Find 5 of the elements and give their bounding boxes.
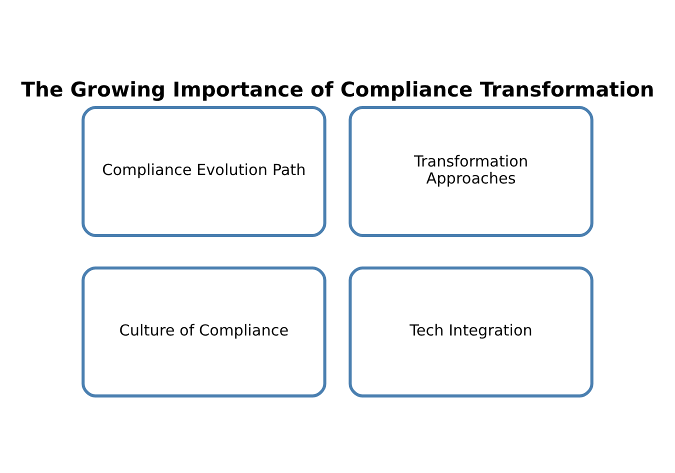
diagram-title: The Growing Importance of Compliance Transformation xyxy=(21,77,654,102)
node-box: Compliance Evolution Path xyxy=(82,106,326,237)
node-box: Tech Integration xyxy=(348,266,594,398)
node-box: Culture of Compliance xyxy=(82,266,326,398)
node-box: Transformation Approaches xyxy=(348,106,594,237)
